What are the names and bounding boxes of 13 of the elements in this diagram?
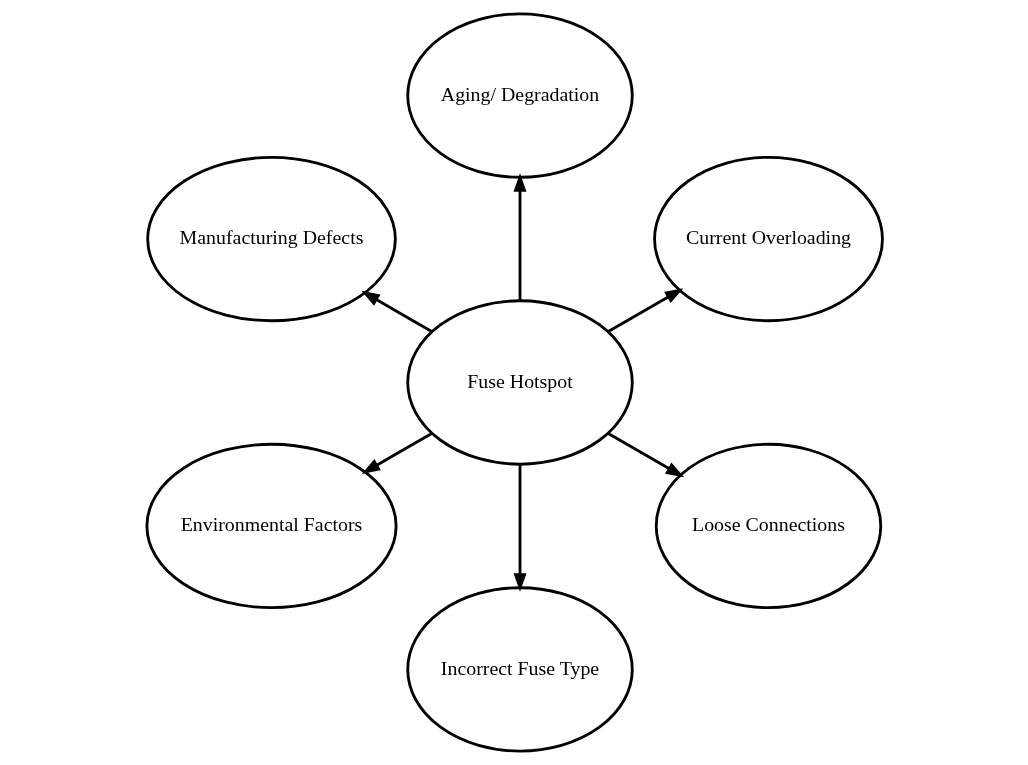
node-ellipse: Current Overloading [652,155,884,323]
arrow [607,432,684,478]
node-ellipse: Environmental Factors [145,442,398,610]
node-ellipse: Manufacturing Defects [145,155,397,323]
node-ellipse: Aging/ Degradation [405,12,634,179]
arrow [360,290,432,333]
arrow [607,288,683,333]
arrow [513,464,526,592]
node-ellipse: Incorrect Fuse Type [405,586,634,753]
arrow [361,432,432,474]
arrow [513,173,526,301]
node-ellipse: Fuse Hotspot [405,299,634,466]
node-ellipse: Loose Connections [654,442,882,610]
